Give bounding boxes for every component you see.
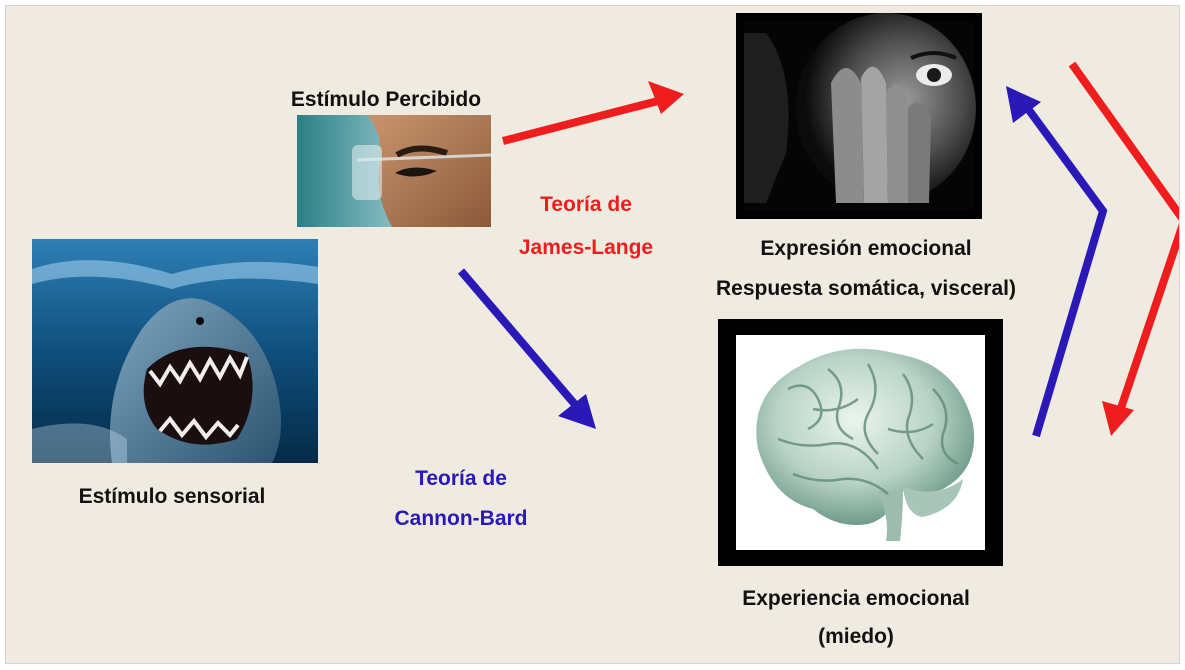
diagram-canvas: Estímulo Percibido Estímulo sensorial Te…	[5, 5, 1180, 664]
frightened-face-photo	[736, 13, 982, 219]
expression-to-experience-arrow	[1068, 61, 1179, 436]
expression-line2: Respuesta somática, visceral)	[716, 277, 1016, 300]
sensory-stimulus-label: Estímulo sensorial	[78, 485, 266, 508]
james-lange-line2: James-Lange	[518, 236, 654, 259]
experience-line1: Experiencia emocional	[742, 587, 970, 610]
james-lange-label: Teoría de James-Lange	[486, 183, 686, 269]
brain-illustration	[718, 319, 1003, 566]
perceived-stimulus-label: Estímulo Percibido	[290, 88, 482, 111]
emotional-experience-label: Experiencia emocional (miedo)	[686, 580, 1026, 656]
emotional-expression-label: Expresión emocional Respuesta somática, …	[666, 229, 1066, 309]
experience-line2: (miedo)	[818, 625, 894, 648]
james-lange-line1: Teoría de	[540, 193, 632, 216]
james-lange-arrow	[502, 81, 684, 145]
expression-line1: Expresión emocional	[760, 237, 972, 260]
shark-photo	[32, 239, 318, 463]
cannon-bard-line1: Teoría de	[415, 467, 507, 490]
eye-closeup-photo	[297, 115, 491, 227]
cannon-bard-arrow	[457, 268, 596, 429]
cannon-bard-line2: Cannon-Bard	[394, 507, 528, 530]
cannon-bard-label: Teoría de Cannon-Bard	[361, 459, 561, 539]
